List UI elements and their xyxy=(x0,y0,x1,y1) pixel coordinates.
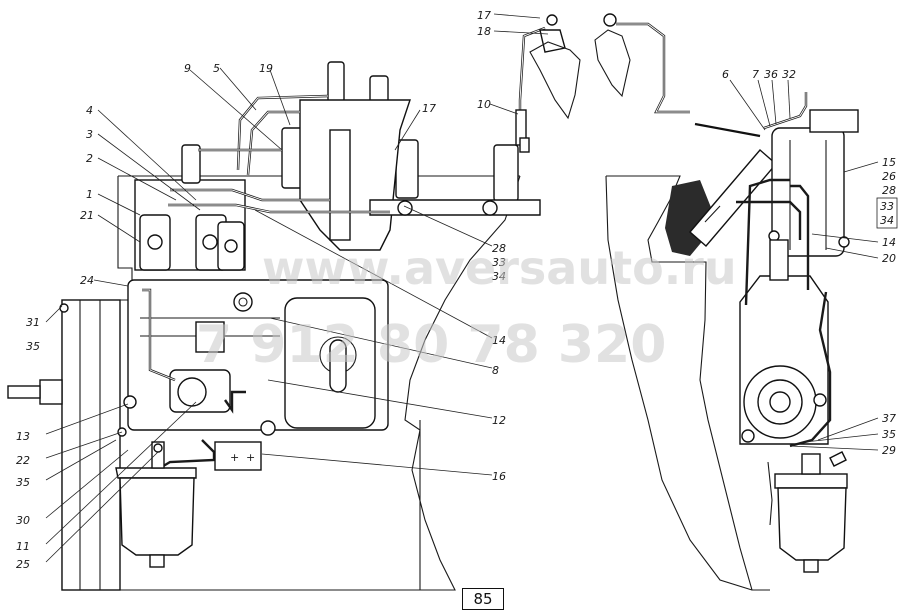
callout-13: 13 xyxy=(16,430,30,443)
callout-3: 3 xyxy=(86,128,93,141)
injector-group-left xyxy=(139,214,245,271)
callout-17-left: 17 xyxy=(422,102,436,115)
callout-37: 37 xyxy=(882,412,896,425)
callout-22: 22 xyxy=(16,454,30,467)
callout-24: 24 xyxy=(80,274,94,287)
callout-9: 9 xyxy=(184,62,191,75)
callout-12: 12 xyxy=(492,414,506,427)
callout-14-mid: 14 xyxy=(492,334,506,347)
fuel-rail xyxy=(369,199,541,216)
leader-lines xyxy=(45,13,879,563)
callout-4: 4 xyxy=(86,104,93,117)
callout-36: 36 xyxy=(764,68,778,81)
callout-35-b: 35 xyxy=(16,476,30,489)
injector-group-top xyxy=(181,61,519,202)
drive-shaft xyxy=(7,385,41,399)
callout-7: 7 xyxy=(752,68,759,81)
callout-10: 10 xyxy=(477,98,491,111)
fuel-pump-body xyxy=(195,321,225,353)
callout-labels: 17 18 10 9 5 19 4 3 2 1 21 17 24 31 35 1… xyxy=(16,9,898,571)
callout-25: 25 xyxy=(16,558,30,571)
callout-21: 21 xyxy=(80,209,94,222)
fuel-filter-right xyxy=(774,451,848,573)
cutaway-cone-a xyxy=(529,41,581,120)
callout-30: 30 xyxy=(16,514,30,527)
callout-18: 18 xyxy=(477,25,491,38)
shaft-flange xyxy=(39,379,63,405)
injection-pump-right xyxy=(739,239,829,445)
callout-16: 16 xyxy=(492,470,506,483)
watermark: www.aversauto.ru 7 912 80 78 320 xyxy=(196,241,737,375)
callout-1: 1 xyxy=(86,188,93,201)
fuel-filter-left xyxy=(115,441,197,568)
right-engine-view xyxy=(605,92,859,591)
callout-35-c: 35 xyxy=(882,428,896,441)
callout-34-mid: 34 xyxy=(492,270,506,283)
callout-28-right: 28 xyxy=(882,184,896,197)
callout-34-right: 34 xyxy=(880,214,894,227)
callout-11: 11 xyxy=(16,540,30,553)
callout-14-right: 14 xyxy=(882,236,896,249)
callout-31: 31 xyxy=(26,316,40,329)
watermark-phone: 7 912 80 78 320 xyxy=(196,315,666,375)
callout-35-a: 35 xyxy=(26,340,40,353)
page-number: 85 xyxy=(462,588,504,610)
callout-8: 8 xyxy=(492,364,499,377)
callout-2: 2 xyxy=(86,152,93,165)
callout-28-mid: 28 xyxy=(492,242,506,255)
left-engine-view: + + xyxy=(7,61,541,591)
callout-19: 19 xyxy=(259,62,273,75)
fuel-pump-cover xyxy=(299,99,411,251)
callout-17: 17 xyxy=(477,9,491,22)
callout-33-mid: 33 xyxy=(492,256,506,269)
callout-6: 6 xyxy=(722,68,729,81)
callout-32: 32 xyxy=(782,68,796,81)
fine-fuel-filter xyxy=(768,109,859,257)
watermark-site: www.aversauto.ru xyxy=(262,241,737,295)
svg-text:+: + xyxy=(246,451,255,464)
section-break-line xyxy=(404,175,521,591)
middle-pipe-detail xyxy=(515,13,761,153)
callout-15: 15 xyxy=(882,156,896,169)
callout-29: 29 xyxy=(882,444,896,457)
callout-5: 5 xyxy=(213,62,220,75)
flywheel-housing xyxy=(61,299,121,591)
cutaway-cone-b xyxy=(594,29,631,98)
engine-profile-right xyxy=(606,175,770,591)
callout-33-right: 33 xyxy=(880,200,894,213)
high-pressure-lines xyxy=(142,94,390,470)
mounting-bracket xyxy=(214,441,262,471)
svg-text:+: + xyxy=(230,451,239,464)
callout-20: 20 xyxy=(882,252,896,265)
callout-26: 26 xyxy=(882,170,896,183)
